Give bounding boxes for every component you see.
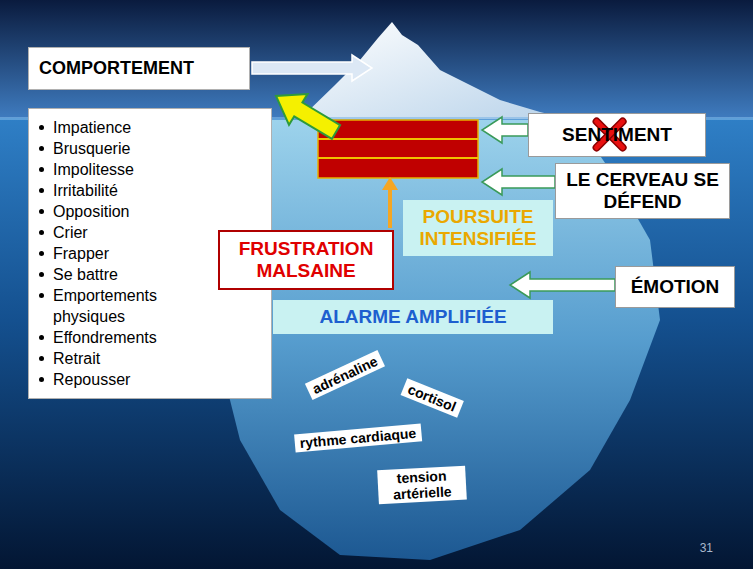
emotion-box: ÉMOTION — [615, 266, 735, 308]
brain-defends-box: LE CERVEAU SE DÉFEND — [555, 163, 730, 219]
bullet-dot — [39, 272, 44, 277]
box-text: ALARME AMPLIFIÉE — [279, 306, 547, 328]
bullet-dot — [39, 125, 44, 130]
yellow-arrow — [276, 94, 340, 139]
box-text: FRUSTRATION MALSAINE — [226, 238, 386, 282]
cross-stroke — [597, 121, 623, 147]
bar-divider — [318, 157, 478, 159]
bullet-dot — [39, 188, 44, 193]
bullet-dot — [39, 335, 44, 340]
alarm-box: ALARME AMPLIFIÉE — [273, 300, 553, 334]
box-text: LE CERVEAU SE DÉFEND — [562, 169, 723, 213]
feeling-box: SENTIMENT — [528, 113, 706, 157]
bullet-dot — [39, 209, 44, 214]
list-item: Irritabilité — [37, 180, 263, 201]
box-text: tension artérielle — [382, 467, 462, 503]
list-item: Emportements physiques — [37, 285, 263, 327]
list-item: Effondrements — [37, 327, 263, 348]
bar-divider — [318, 138, 478, 140]
orange-arrow — [388, 188, 392, 228]
list-item: Retrait — [37, 348, 263, 369]
box-text: ÉMOTION — [624, 276, 726, 298]
list-item: Impatience — [37, 117, 263, 138]
bullet-dot — [39, 356, 44, 361]
pointer-arrow — [252, 55, 372, 81]
pointer-arrow — [482, 117, 528, 143]
pursuit-box: POURSUITE INTENSIFIÉE — [403, 200, 553, 256]
bullet-dot — [39, 251, 44, 256]
list-item: Brusquerie — [37, 138, 263, 159]
behavior-item: Emportements physiques — [53, 285, 203, 327]
cross-stroke — [597, 121, 623, 147]
behavior-item: Impatience — [53, 117, 131, 138]
bullet-dot — [39, 293, 44, 298]
cross-stroke — [597, 121, 623, 147]
behavior-item: Impolitesse — [53, 159, 134, 180]
list-item: Repousser — [37, 369, 263, 390]
sky — [0, 0, 753, 119]
box-text: SENTIMENT — [537, 124, 697, 146]
orange-arrowhead — [382, 177, 398, 190]
behavior-item: Retrait — [53, 348, 100, 369]
bullet-dot — [39, 146, 44, 151]
frustration-box: FRUSTRATION MALSAINE — [218, 230, 394, 290]
behavior-item: Se battre — [53, 264, 118, 285]
behavior-item: Crier — [53, 222, 88, 243]
behavior-box: COMPORTEMENT — [28, 47, 250, 90]
behavior-item: Opposition — [53, 201, 130, 222]
behavior-item: Effondrements — [53, 327, 157, 348]
pointer-arrow — [510, 272, 615, 298]
bullet-dot — [39, 167, 44, 172]
bullet-dot — [39, 377, 44, 382]
slide-number: 31 — [700, 541, 713, 555]
vital-sign-label: tension artérielle — [377, 466, 467, 505]
list-item: Impolitesse — [37, 159, 263, 180]
bullet-dot — [39, 230, 44, 235]
red-bars — [318, 120, 478, 178]
behavior-item: Repousser — [53, 369, 130, 390]
behavior-item: Frapper — [53, 243, 109, 264]
sea — [0, 118, 753, 569]
cross-stroke — [597, 121, 623, 147]
list-item: Opposition — [37, 201, 263, 222]
box-text: COMPORTEMENT — [39, 58, 239, 79]
behavior-item: Brusquerie — [53, 138, 130, 159]
box-text: POURSUITE INTENSIFIÉE — [409, 206, 547, 250]
pointer-arrow — [482, 169, 555, 195]
behavior-item: Irritabilité — [53, 180, 118, 201]
